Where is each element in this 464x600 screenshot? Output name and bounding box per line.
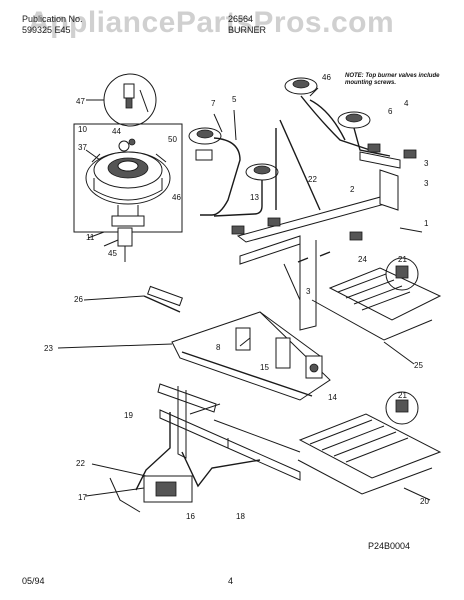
publication-label: Publication No. (22, 14, 83, 24)
callout-23: 23 (44, 344, 53, 353)
callout-47: 47 (76, 97, 85, 106)
callout-16: 16 (186, 512, 195, 521)
callout-labels: 47 10 44 50 37 46 11 45 7 5 46 6 4 3 3 2… (44, 73, 429, 521)
model-number: 26564 (228, 14, 254, 24)
callout-4: 4 (404, 99, 409, 108)
callout-1: 1 (424, 219, 429, 228)
callout-22: 22 (308, 175, 317, 184)
leader-lines (57, 87, 431, 501)
burner-detail-inset (73, 123, 183, 233)
callout-45: 45 (108, 249, 117, 258)
callout-22b: 22 (76, 459, 85, 468)
callout-46: 46 (172, 193, 181, 202)
callout-13: 13 (250, 193, 259, 202)
watermark: AppliancePartsPros.com (28, 6, 395, 39)
top-burners (188, 77, 371, 181)
callout-3: 3 (424, 159, 429, 168)
broil-burner-assembly (109, 383, 301, 513)
callout-17: 17 (78, 493, 87, 502)
callout-2: 2 (350, 185, 355, 194)
igniter-detail (103, 227, 133, 262)
callout-25: 25 (414, 361, 423, 370)
callout-11: 11 (86, 233, 95, 242)
callout-21: 21 (398, 255, 407, 264)
callout-6: 6 (388, 107, 393, 116)
callout-3b: 3 (424, 179, 429, 188)
callout-21b: 21 (398, 391, 407, 400)
gas-tubing (200, 95, 417, 331)
callout-14: 14 (328, 393, 337, 402)
callout-46b: 46 (322, 73, 331, 82)
callout-26: 26 (74, 295, 83, 304)
diagram-code: P24B0004 (368, 541, 411, 551)
callout-50: 50 (168, 135, 177, 144)
callout-18: 18 (236, 512, 245, 521)
callout-24: 24 (358, 255, 367, 264)
callout-7: 7 (211, 99, 216, 108)
callout-3c: 3 (306, 287, 311, 296)
callout-15: 15 (260, 363, 269, 372)
footer-page-number: 4 (228, 576, 234, 586)
burner-shields (297, 257, 442, 495)
oven-burner-assembly (143, 285, 331, 401)
mounting-screws-note: NOTE: Top burner valves include mounting… (345, 73, 440, 86)
callout-37: 37 (78, 143, 87, 152)
section-title: BURNER (228, 25, 267, 35)
callout-44: 44 (112, 127, 121, 136)
callout-10: 10 (78, 125, 87, 134)
callout-19: 19 (124, 411, 133, 420)
callout-5: 5 (232, 95, 237, 104)
callout-20: 20 (420, 497, 429, 506)
footer-date: 05/94 (22, 576, 45, 586)
publication-number: 599325 E45 (22, 25, 71, 35)
callout-8: 8 (216, 343, 221, 352)
